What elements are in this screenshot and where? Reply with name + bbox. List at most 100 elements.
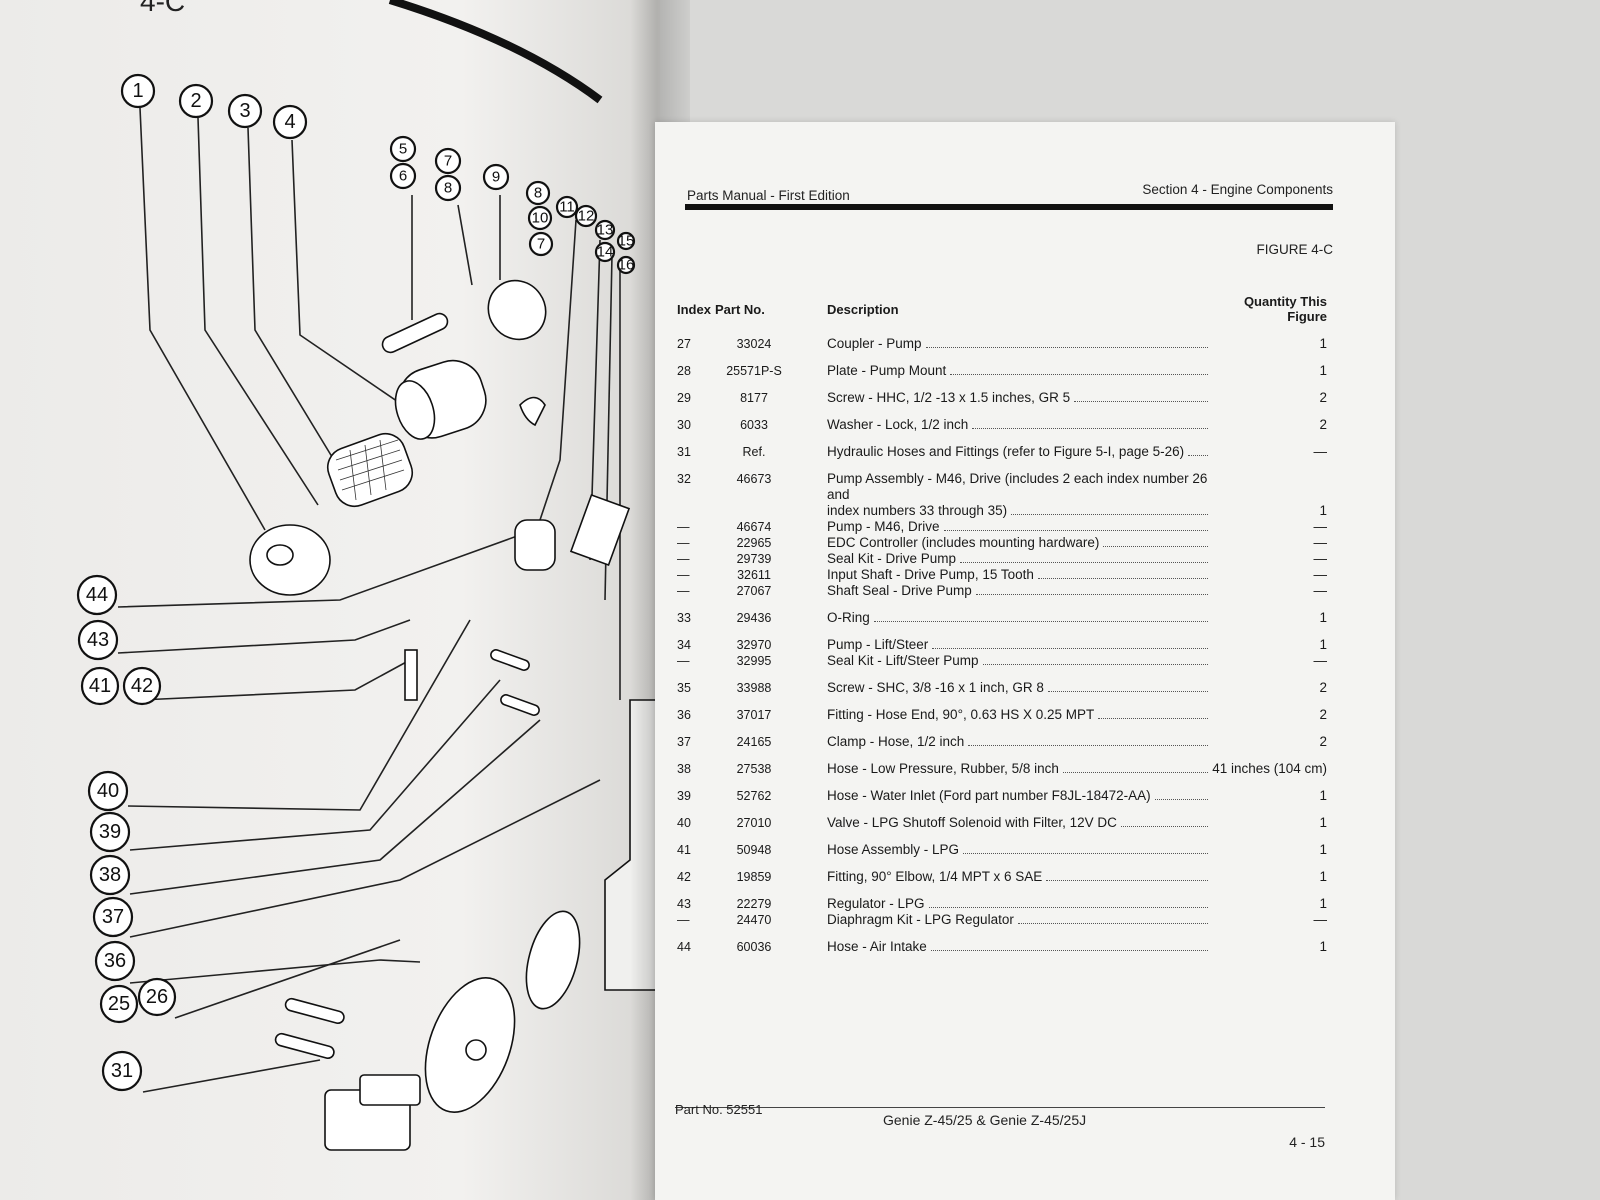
row-description: Diaphragm Kit - LPG Regulator xyxy=(793,912,1212,928)
row-index: 29 xyxy=(677,391,691,405)
row-description-line: Plate - Pump Mount xyxy=(827,363,1212,379)
row-part-number: 37017 xyxy=(736,708,772,722)
callout-10: 10 xyxy=(527,205,553,231)
callout-14: 14 xyxy=(594,241,616,263)
row-description-line: Seal Kit - Drive Pump xyxy=(827,551,1212,567)
row-description-text: Coupler - Pump xyxy=(827,336,922,351)
svg-text:44: 44 xyxy=(86,584,108,606)
svg-text:36: 36 xyxy=(104,950,126,972)
dot-leader xyxy=(1074,401,1209,402)
row-description-text: Diaphragm Kit - LPG Regulator xyxy=(827,912,1014,927)
row-index: 38 xyxy=(677,762,691,776)
callout-11: 11 xyxy=(555,195,579,219)
row-description-text: Screw - SHC, 3/8 -16 x 1 inch, GR 8 xyxy=(827,680,1044,695)
row-description-line: Hose - Air Intake xyxy=(827,939,1212,955)
row-description: Pump - M46, Drive xyxy=(793,519,1212,535)
row-description: Hose Assembly - LPG xyxy=(793,831,1212,858)
row-description-text: Seal Kit - Lift/Steer Pump xyxy=(827,653,979,668)
row-quantity: 2 xyxy=(1319,390,1327,405)
svg-text:8: 8 xyxy=(534,185,542,202)
callout-38: 38 xyxy=(89,854,131,896)
row-description-text: index numbers 33 through 35) xyxy=(827,503,1008,518)
dot-leader xyxy=(950,374,1209,375)
callout-12: 12 xyxy=(574,204,598,228)
footer-model: Genie Z-45/25 & Genie Z-45/25J xyxy=(883,1112,1087,1128)
row-part-number: 46674 xyxy=(736,520,772,534)
row-part-number: 27010 xyxy=(736,816,772,830)
dot-leader xyxy=(1103,546,1209,547)
row-quantity: 1 xyxy=(1319,869,1327,884)
row-quantity: 1 xyxy=(1319,842,1327,857)
row-part-number: 52762 xyxy=(736,789,772,803)
row-quantity: 2 xyxy=(1319,734,1327,749)
left-page-diagram: 4-C xyxy=(0,0,660,1200)
dot-leader xyxy=(930,950,1209,951)
svg-text:4: 4 xyxy=(284,111,295,133)
row-description-line: EDC Controller (includes mounting hardwa… xyxy=(827,535,1212,551)
svg-text:26: 26 xyxy=(146,986,168,1008)
row-part-number: Ref. xyxy=(742,445,766,459)
callout-16: 16 xyxy=(616,255,636,275)
row-index: — xyxy=(677,552,690,566)
row-description-line: Input Shaft - Drive Pump, 15 Tooth xyxy=(827,567,1212,583)
row-description: Clamp - Hose, 1/2 inch xyxy=(793,723,1212,750)
svg-text:3: 3 xyxy=(239,100,250,122)
table-header-row: Index Part No. Description Quantity This… xyxy=(677,294,1327,336)
callout-8: 8 xyxy=(525,180,551,206)
row-description: Coupler - Pump xyxy=(793,336,1212,352)
svg-text:7: 7 xyxy=(444,153,452,170)
row-index: 32 xyxy=(677,472,691,486)
row-description-text: Washer - Lock, 1/2 inch xyxy=(827,417,969,432)
row-description-line: Hose Assembly - LPG xyxy=(827,842,1212,858)
row-description: Input Shaft - Drive Pump, 15 Tooth xyxy=(793,567,1212,583)
row-index: 43 xyxy=(677,897,691,911)
callout-25: 25 xyxy=(99,984,139,1024)
dot-leader xyxy=(943,530,1209,531)
svg-text:40: 40 xyxy=(97,780,119,802)
callout-43: 43 xyxy=(77,619,119,661)
dot-leader xyxy=(1017,923,1209,924)
page-number: 4 - 15 xyxy=(1289,1134,1325,1150)
svg-text:15: 15 xyxy=(618,233,635,250)
row-description-line: Regulator - LPG xyxy=(827,896,1212,912)
manual-title: Parts Manual - First Edition xyxy=(687,188,850,203)
footer-rule xyxy=(675,1107,1325,1108)
row-description-line: Clamp - Hose, 1/2 inch xyxy=(827,734,1212,750)
row-description: Hose - Air Intake xyxy=(793,928,1212,955)
row-description-line: Screw - SHC, 3/8 -16 x 1 inch, GR 8 xyxy=(827,680,1212,696)
svg-text:42: 42 xyxy=(131,675,153,697)
dot-leader xyxy=(972,428,1209,429)
row-description-line: Coupler - Pump xyxy=(827,336,1212,352)
row-part-number: 32995 xyxy=(736,654,772,668)
row-part-number: 27538 xyxy=(736,762,772,776)
row-quantity: — xyxy=(1313,551,1328,566)
callout-40: 40 xyxy=(87,770,129,812)
svg-text:9: 9 xyxy=(492,169,500,186)
svg-text:14: 14 xyxy=(597,244,614,261)
row-part-number: 50948 xyxy=(736,843,772,857)
svg-text:37: 37 xyxy=(102,906,124,928)
row-description: Valve - LPG Shutoff Solenoid with Filter… xyxy=(793,804,1212,831)
col-part-no: Part No. xyxy=(715,301,765,317)
callout-37: 37 xyxy=(92,896,134,938)
row-description-text: O-Ring xyxy=(827,610,870,625)
row-quantity: 1 xyxy=(1319,939,1327,954)
row-description: Washer - Lock, 1/2 inch xyxy=(793,406,1212,433)
svg-text:11: 11 xyxy=(559,199,575,216)
row-index: — xyxy=(677,913,690,927)
callout-6: 6 xyxy=(389,162,417,190)
row-description-text: Hose - Air Intake xyxy=(827,939,927,954)
row-quantity: — xyxy=(1313,653,1328,668)
row-description-line: Screw - HHC, 1/2 -13 x 1.5 inches, GR 5 xyxy=(827,390,1212,406)
row-description-line: Hose - Water Inlet (Ford part number F8J… xyxy=(827,788,1212,804)
figure-label: FIGURE 4-C xyxy=(1256,242,1333,257)
row-quantity: 2 xyxy=(1319,680,1327,695)
